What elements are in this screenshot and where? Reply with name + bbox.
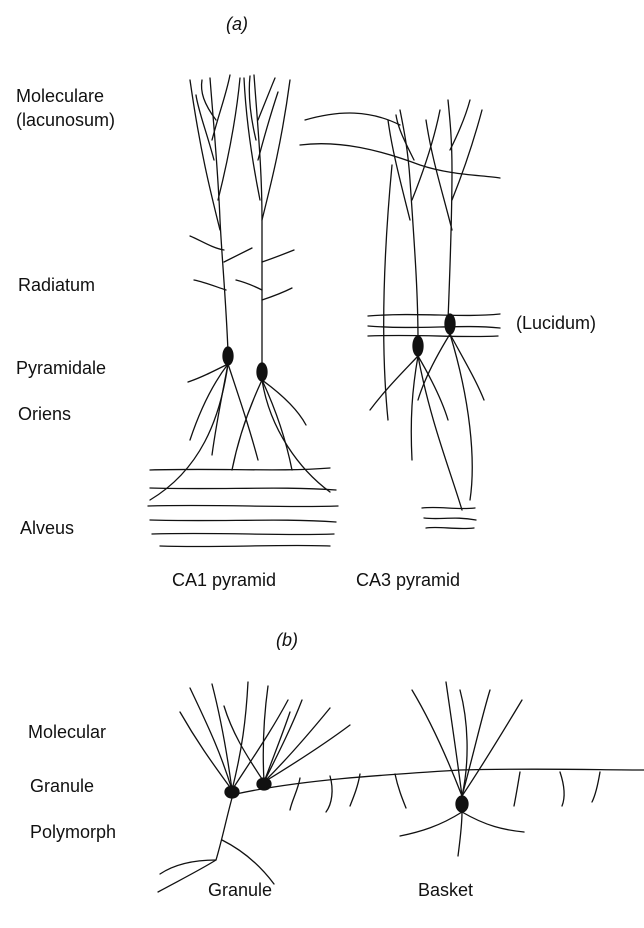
panel-a-label: (a): [226, 14, 248, 35]
layer-lucidum-label: (Lucidum): [516, 313, 596, 333]
basket-cell-label: Basket: [418, 880, 473, 900]
ca1-pyramid-label: CA1 pyramid: [172, 570, 276, 590]
layer-granule-label: Granule: [30, 776, 94, 796]
panel-b-label: (b): [276, 630, 298, 651]
layer-lacunosum-label: (lacunosum): [16, 110, 115, 130]
granule-cell-label: Granule: [208, 880, 272, 900]
ca1-pyramid-drawing: [148, 75, 338, 547]
layer-radiatum-label: Radiatum: [18, 275, 95, 295]
layer-pyramidale-label: Pyramidale: [16, 358, 106, 378]
dentate-gyrus-drawing: [158, 682, 644, 892]
layer-polymorph-label: Polymorph: [30, 822, 116, 842]
layer-moleculare-label: Moleculare: [16, 86, 104, 106]
ca3-pyramid-label: CA3 pyramid: [356, 570, 460, 590]
layer-oriens-label: Oriens: [18, 404, 71, 424]
layer-alveus-label: Alveus: [20, 518, 74, 538]
ca3-pyramid-drawing: [300, 100, 500, 529]
layer-molecular-label: Molecular: [28, 722, 106, 742]
